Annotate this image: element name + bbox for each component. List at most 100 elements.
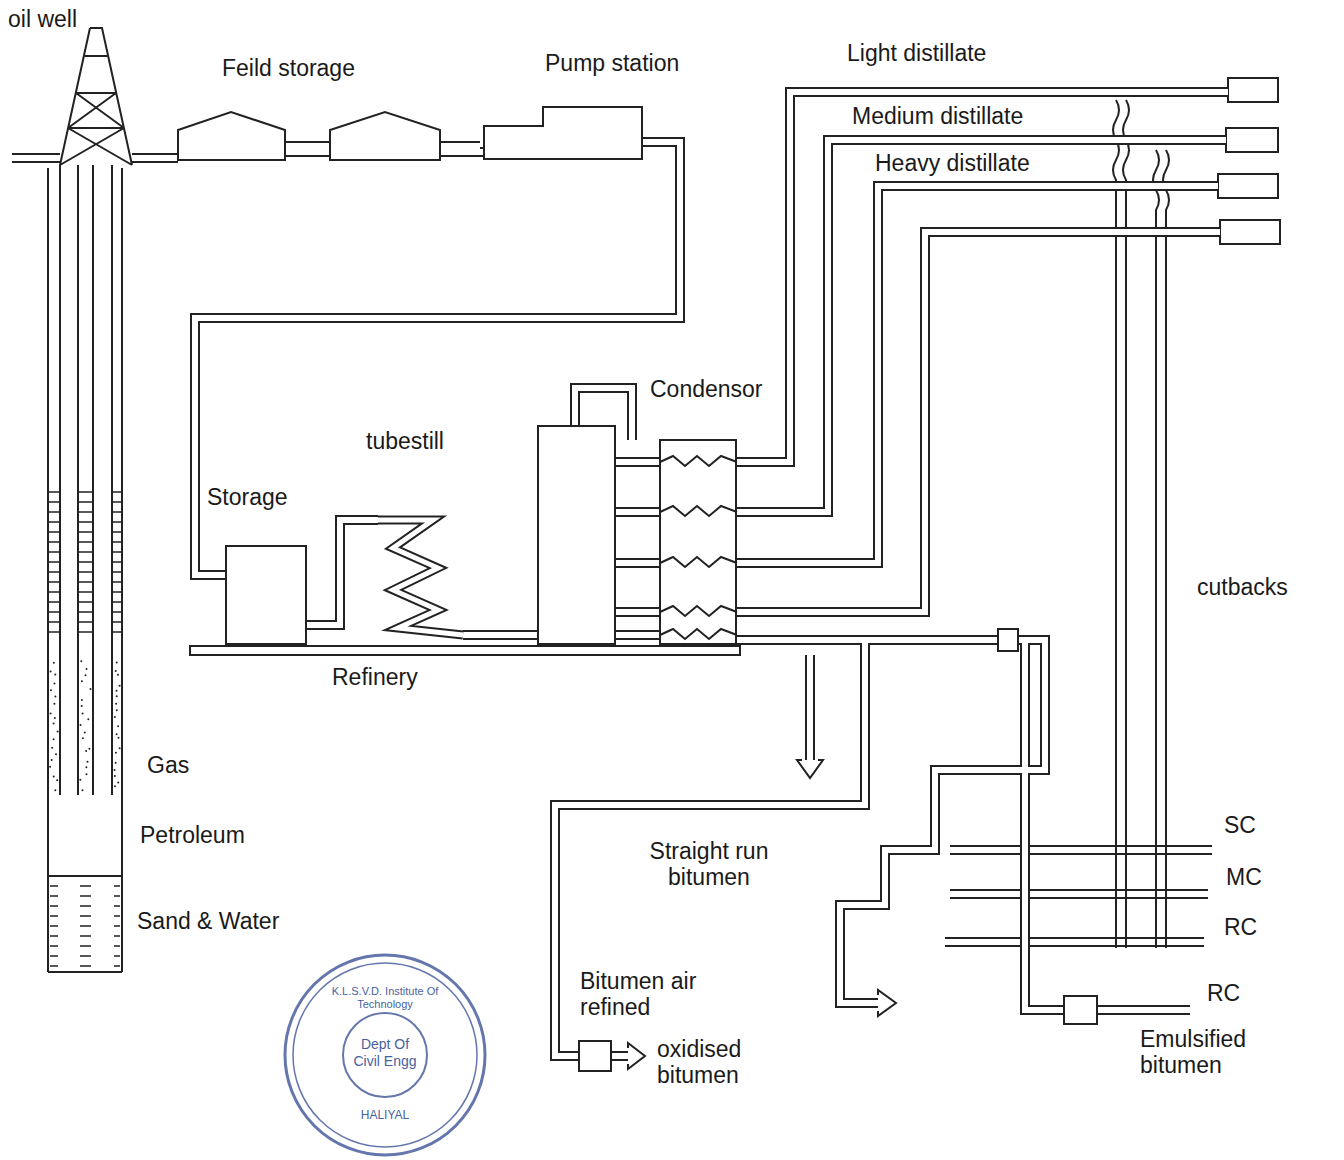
section-label: Refinery (330, 664, 420, 690)
distillate-label: Medium distillate (850, 103, 1025, 129)
pipe-bore (737, 92, 1228, 462)
gas-dot (82, 712, 84, 714)
gas-dot (81, 699, 83, 701)
hollow-arrow (878, 990, 896, 1016)
gas-dot (84, 732, 86, 734)
distillate-outlets (1218, 78, 1280, 244)
strata-hatch (48, 492, 122, 966)
edge-label: Straight run bitumen (612, 838, 806, 891)
gas-dot (81, 705, 83, 707)
gas-dot (86, 668, 88, 670)
oil-derrick: oil well (60, 28, 132, 165)
gas-dot (82, 737, 84, 739)
gas-dot (115, 703, 117, 705)
pipe-bore (555, 640, 865, 1056)
gas-dot (116, 709, 118, 711)
gas-dot (80, 660, 82, 662)
pipe-bore (737, 140, 1226, 512)
stratum-label: Petroleum (138, 822, 247, 848)
gas-dot (88, 748, 90, 750)
gas-dot (53, 723, 55, 725)
distillate-pipe (737, 140, 1226, 512)
stratum-label: Sand & Water (135, 908, 281, 934)
pipe-bore (737, 640, 1063, 1010)
unit-label: Storage (207, 484, 288, 510)
gas-dot (56, 779, 58, 781)
storage-tank: Storage (225, 545, 307, 645)
gas-dot (53, 738, 55, 740)
pipe-connector (737, 640, 1063, 1010)
gas-dot (116, 662, 118, 664)
stratum-label: Gas (145, 752, 191, 778)
gas-dot (53, 662, 55, 664)
grade-label: MC (1224, 864, 1264, 890)
pipe-connector (480, 147, 483, 157)
gas-dot (85, 674, 87, 676)
pipe-bore (463, 632, 537, 638)
pipe-bore (612, 1053, 628, 1059)
gas-dot (54, 682, 56, 684)
gas-dot (114, 716, 116, 718)
pipe-bore (737, 186, 1218, 563)
emulsifier-box: Emulsified bitumen (1063, 995, 1098, 1025)
tube-still: tubestill (378, 478, 463, 645)
pipe-bore (480, 149, 483, 155)
outlet-pipe (805, 655, 815, 760)
gas-dot (87, 718, 89, 720)
pipe-connector (307, 520, 378, 625)
air-blowing-unit: Bitumen air refined (578, 1040, 612, 1072)
outlet-pipe (612, 1051, 628, 1061)
gas-dot (117, 674, 119, 676)
fractionating-column-outline (537, 425, 737, 645)
gas-dot (82, 789, 84, 791)
gas-dot (51, 747, 53, 749)
gas-dot (49, 766, 51, 768)
gas-dot (114, 769, 116, 771)
gas-dot (57, 731, 59, 733)
gas-dot (85, 750, 87, 752)
grade-label: RC (1205, 980, 1242, 1006)
gas-dot (116, 733, 118, 735)
gas-dot (118, 737, 120, 739)
gas-dot (53, 703, 55, 705)
gas-dot (54, 695, 56, 697)
gas-dot (50, 670, 52, 672)
group-label: cutbacks (1195, 574, 1290, 600)
gas-dot (54, 789, 56, 791)
refinery-base (190, 646, 740, 655)
pump-station-outline (483, 106, 643, 160)
gas-dot (90, 688, 92, 690)
gas-dot (50, 689, 52, 691)
gas-dot (50, 713, 52, 715)
pipe-connector (555, 640, 865, 1056)
strata-hatch (48, 492, 122, 966)
pipe-connector (463, 630, 537, 640)
gas-dot (53, 775, 55, 777)
valve-box (998, 629, 1018, 651)
pipe-connector (132, 153, 178, 163)
stamp-text: Dept Of Civil Engg (347, 1036, 423, 1070)
cutback-lines (945, 100, 1212, 1014)
distillate-pipe (737, 92, 1228, 462)
stamp-text: K.L.S.V.D. Institute Of Technology (320, 985, 450, 1011)
gas-dot (86, 773, 88, 775)
gas-dot (81, 680, 83, 682)
gas-dot (80, 724, 82, 726)
gas-dot (115, 670, 117, 672)
gas-dot (117, 725, 119, 727)
grade-label: RC (1222, 914, 1259, 940)
gas-dot (87, 761, 89, 763)
gas-dot (116, 690, 118, 692)
pipe-bore (840, 640, 1045, 1003)
stamp-text: HALIYAL (350, 1108, 420, 1122)
gas-dot (119, 685, 121, 687)
oil-derrick-outline (60, 28, 132, 165)
distillate-label: Heavy distillate (873, 150, 1032, 176)
gas-dot (85, 766, 87, 768)
fractionating-column: Condensor (537, 425, 737, 645)
gas-dot (114, 785, 116, 787)
institute-stamp (285, 955, 485, 1155)
storage-tanks: Feild storage (178, 112, 480, 160)
hollow-arrow (797, 760, 823, 778)
field-pipe (12, 153, 60, 163)
